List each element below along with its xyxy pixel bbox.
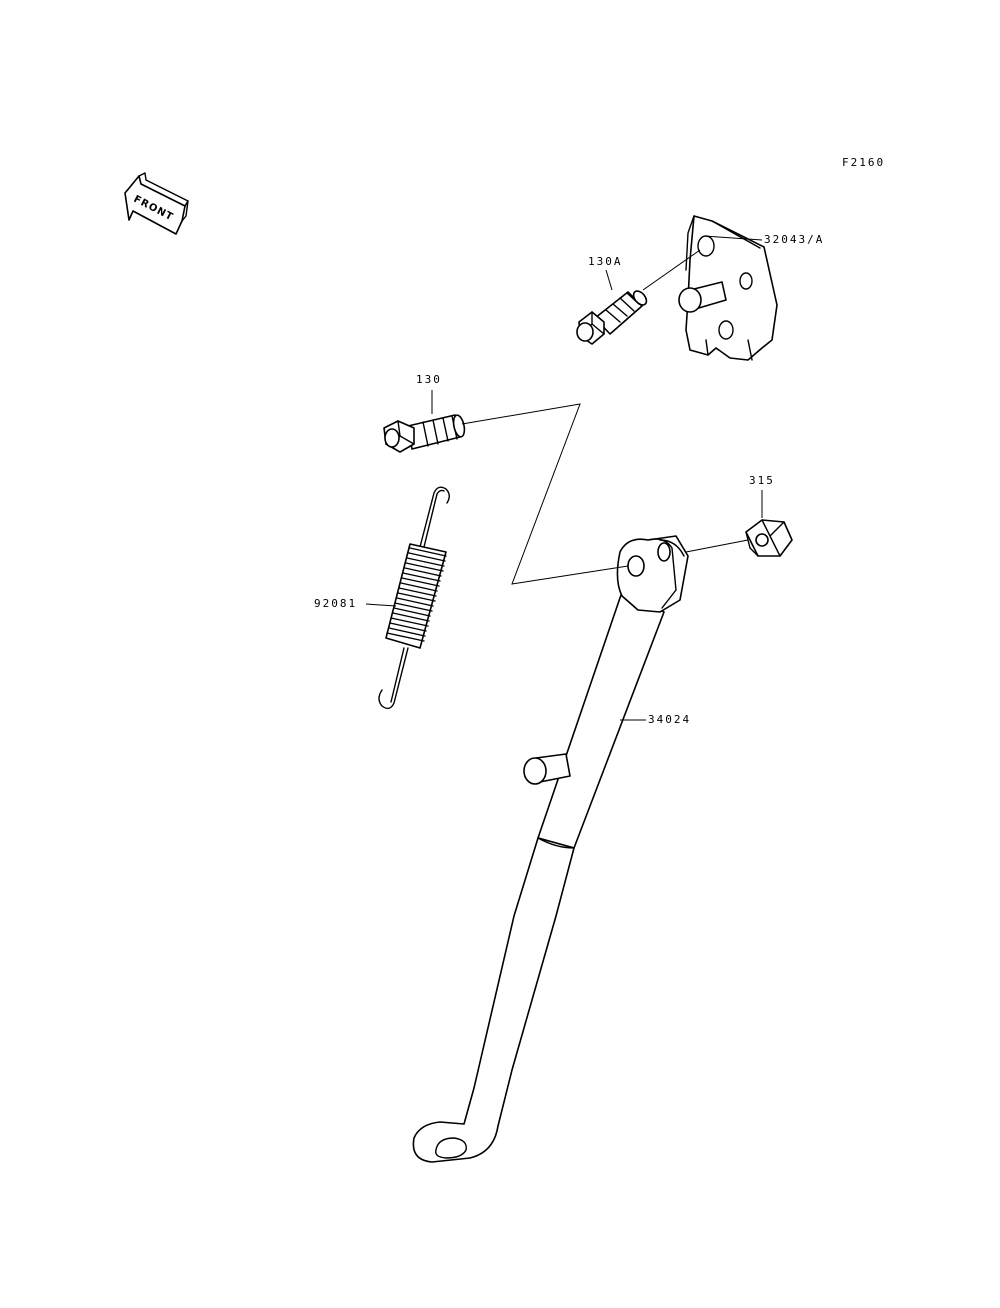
nut-part <box>745 519 793 557</box>
callout-315: 315 <box>749 474 775 487</box>
callout-92081: 92081 <box>314 597 358 610</box>
bracket-part <box>678 215 778 361</box>
figure-code: F2160 <box>842 156 886 169</box>
spring-coils <box>386 547 447 642</box>
front-arrow-icon: FRONT <box>124 172 189 235</box>
bolt-130-part <box>383 414 466 453</box>
callout-34024: 34024 <box>648 713 692 726</box>
callout-130: 130 <box>416 373 442 386</box>
spring-part <box>378 486 450 710</box>
callout-32043a: 32043/A <box>764 233 825 246</box>
callout-130a: 130A <box>588 255 623 268</box>
side-stand-part <box>412 535 689 1163</box>
bolt-130a-part <box>576 290 648 345</box>
leader-lines <box>365 235 763 721</box>
